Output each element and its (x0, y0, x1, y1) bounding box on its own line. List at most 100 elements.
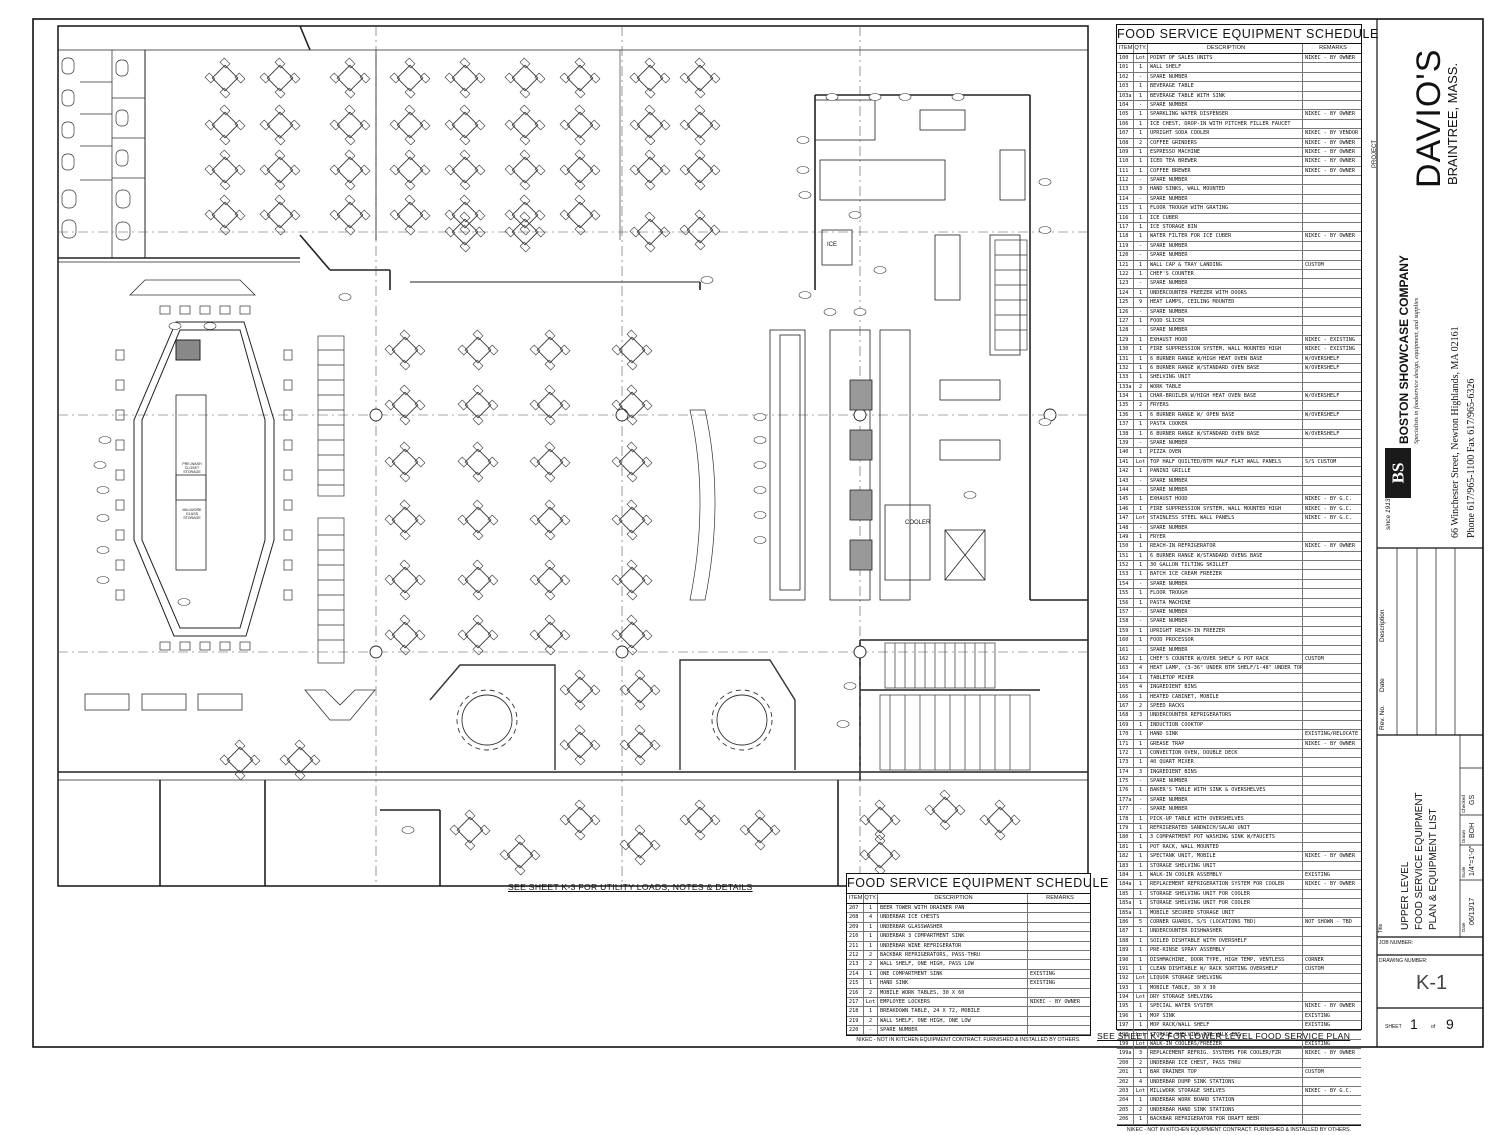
row-cell-item: 194 (1117, 993, 1134, 1002)
dining-chair (629, 164, 641, 176)
dining-chair (574, 699, 586, 711)
dining-chair (204, 72, 216, 84)
dining-chair (589, 739, 601, 751)
row-cell-qty: 1 (1134, 63, 1148, 72)
dining-chair (459, 149, 471, 161)
dining-table (636, 64, 664, 92)
row-cell-description: PRE-RINSE SPRAY ASSEMBLY (1148, 946, 1303, 955)
row-cell-remarks (1303, 843, 1361, 851)
dining-chair (519, 134, 531, 146)
dining-chair (404, 194, 416, 206)
dining-table (686, 64, 714, 92)
dining-chair (234, 164, 246, 176)
dining-table (336, 156, 364, 184)
bar-label-prewash: PRE-WASH CLOSET STORAGE (182, 462, 202, 474)
dining-chair (472, 614, 484, 626)
row-cell-remarks (1303, 383, 1361, 391)
row-cell-item: 158 (1117, 617, 1134, 626)
row-cell-description: BACKBAR REFRIGERATORS, PASS-THRU (878, 950, 1028, 960)
row-cell-description: BAKER'S TABLE WITH SINK & OVERSHELVES (1148, 786, 1303, 795)
row-cell-qty: - (1134, 439, 1148, 448)
row-cell-qty: 1 (1134, 692, 1148, 701)
row-cell-description: WALL SHELF, ONE HIGH, ONE LOW (878, 1016, 1028, 1026)
dining-chair (641, 344, 653, 356)
row-cell-remarks: EXISTING (1305, 1041, 1330, 1048)
row-cell-item: 136 (1117, 410, 1134, 420)
row-cell-item: 165 (1117, 683, 1134, 692)
date-value: 06/13/17 (1469, 897, 1476, 925)
row-cell-qty: 1 (864, 979, 878, 988)
row-cell-description: UNDERBAR DUMP SINK STATIONS (1148, 1077, 1303, 1086)
dining-chair (626, 414, 638, 426)
dining-table (456, 816, 484, 844)
dining-chair (289, 209, 301, 221)
row-cell-description: SPEED RACKS (1148, 701, 1303, 711)
dining-chair (619, 839, 631, 851)
row-cell-qty: 1 (1134, 420, 1148, 429)
row-cell-item: 104 (1117, 100, 1134, 110)
row-cell-qty: 1 (1134, 1011, 1148, 1021)
row-cell-qty: 1 (1134, 946, 1148, 955)
row-cell-qty: - (1134, 72, 1148, 82)
table-row: 126-SPARE NUMBER (1117, 307, 1361, 317)
dining-chair (859, 849, 871, 861)
row-cell-description: UNDERCOUNTER DISHWASHER (1148, 927, 1303, 936)
dining-chair (939, 789, 951, 801)
row-cell-qty: 1 (1134, 504, 1148, 514)
dining-chair (694, 239, 706, 251)
dining-table (396, 156, 424, 184)
dining-chair (649, 739, 661, 751)
row-cell-remarks (1303, 768, 1361, 776)
row-cell-qty: 1 (1134, 730, 1148, 739)
dining-chair (459, 87, 471, 99)
dining-chair (204, 119, 216, 131)
dining-chair (679, 224, 691, 236)
dining-chair (274, 134, 286, 146)
row-cell-qty: 1 (1134, 532, 1148, 542)
dining-chair (419, 164, 431, 176)
row-cell-description: REFRIGERATED SANDWICH/SALAD UNIT (1148, 824, 1303, 833)
dining-chair (472, 359, 484, 371)
dining-table (451, 111, 479, 139)
dining-chair (559, 574, 571, 586)
row-cell-remarks (1303, 796, 1361, 804)
table-row: 158-SPARE NUMBER (1117, 617, 1361, 627)
dining-chair (487, 344, 499, 356)
checked-label: Checked (1461, 795, 1466, 813)
row-cell-remarks (1303, 242, 1361, 250)
row-cell-remarks: EXISTING (1030, 980, 1055, 987)
dining-chair (559, 456, 571, 468)
row-cell-remarks (1303, 721, 1361, 729)
dining-chair (404, 224, 416, 236)
row-cell-item: 149 (1117, 532, 1134, 542)
dining-chair (634, 824, 646, 836)
row-cell-description: BEVERAGE TABLE (1148, 82, 1303, 91)
row-cell-item: 164 (1117, 673, 1134, 683)
row-cell-qty: 1 (1134, 542, 1148, 551)
row-cell-item: 153 (1117, 570, 1134, 579)
dining-chair (389, 209, 401, 221)
row-cell-qty: 1 (1134, 955, 1148, 964)
dining-chair (472, 529, 484, 541)
dining-chair (444, 226, 456, 238)
dining-chair (464, 809, 476, 821)
row-cell-description: SPARE NUMBER (1148, 307, 1303, 316)
dining-chair (457, 399, 469, 411)
row-cell-item: 105 (1117, 110, 1134, 119)
dining-table (336, 201, 364, 229)
dining-chair (414, 629, 426, 641)
row-cell-description: SPARE NUMBER (1148, 279, 1303, 288)
row-cell-description: ICE CUBER (1148, 213, 1303, 222)
schedule-header: ITEM QTY. DESCRIPTION REMARKS (1117, 44, 1361, 54)
